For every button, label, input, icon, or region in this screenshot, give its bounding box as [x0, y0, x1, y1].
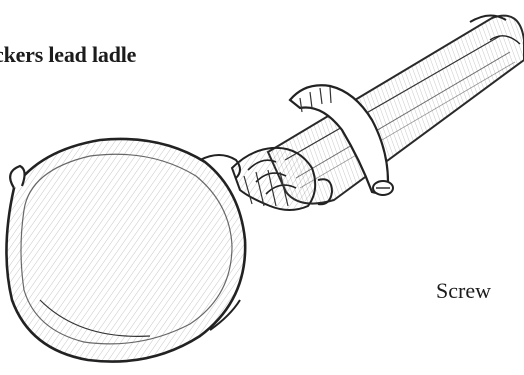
figure-caption: ckers lead ladle [0, 42, 136, 68]
screw-label: Screw [436, 278, 491, 304]
ladle-bowl [6, 139, 245, 362]
